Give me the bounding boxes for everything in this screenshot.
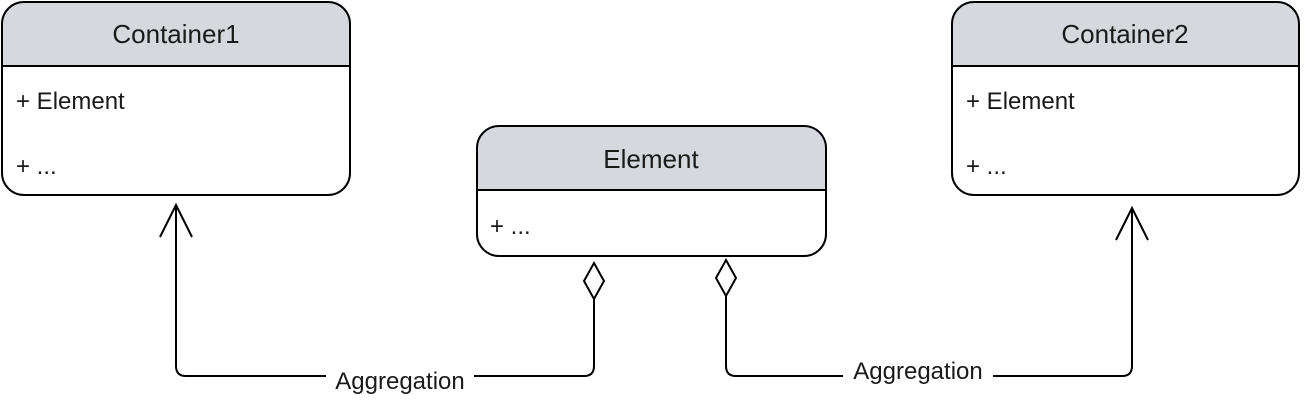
class-container1-frame xyxy=(1,1,351,196)
aggregation-right-line xyxy=(725,208,1133,377)
class-container1-title: Container1 xyxy=(112,19,239,49)
aggregation-left-label: Aggregation xyxy=(335,368,464,395)
class-container1[interactable]: Container1 + Element + ... xyxy=(1,1,351,196)
aggregation-left-diamond xyxy=(582,260,606,302)
aggregation-left-label-bg xyxy=(326,366,474,392)
aggregation-left-arrowhead xyxy=(159,202,193,238)
aggregation-right-arrowhead xyxy=(1115,205,1149,241)
class-element-attr-more: + ... xyxy=(490,213,531,240)
class-container2-attr-element: + Element xyxy=(966,88,1075,115)
aggregation-left[interactable]: Aggregation xyxy=(159,202,606,395)
aggregation-right-label-bg xyxy=(843,356,993,382)
class-container1-header xyxy=(2,2,350,66)
aggregation-left-line xyxy=(175,205,595,377)
class-container1-attr-more: + ... xyxy=(16,153,57,180)
class-container2-title: Container2 xyxy=(1061,19,1188,49)
class-element-header xyxy=(477,126,826,190)
class-container2-frame xyxy=(951,1,1300,196)
class-container1-attr-element: + Element xyxy=(16,88,125,115)
aggregation-right-label: Aggregation xyxy=(853,358,982,385)
class-container2[interactable]: Container2 + Element + ... xyxy=(951,1,1300,196)
class-container2-header xyxy=(952,2,1299,66)
class-container2-attr-more: + ... xyxy=(966,153,1007,180)
aggregation-right[interactable]: Aggregation xyxy=(714,205,1149,385)
aggregation-right-diamond xyxy=(714,257,738,299)
class-element[interactable]: Element + ... xyxy=(476,125,827,257)
class-element-title: Element xyxy=(603,144,699,174)
